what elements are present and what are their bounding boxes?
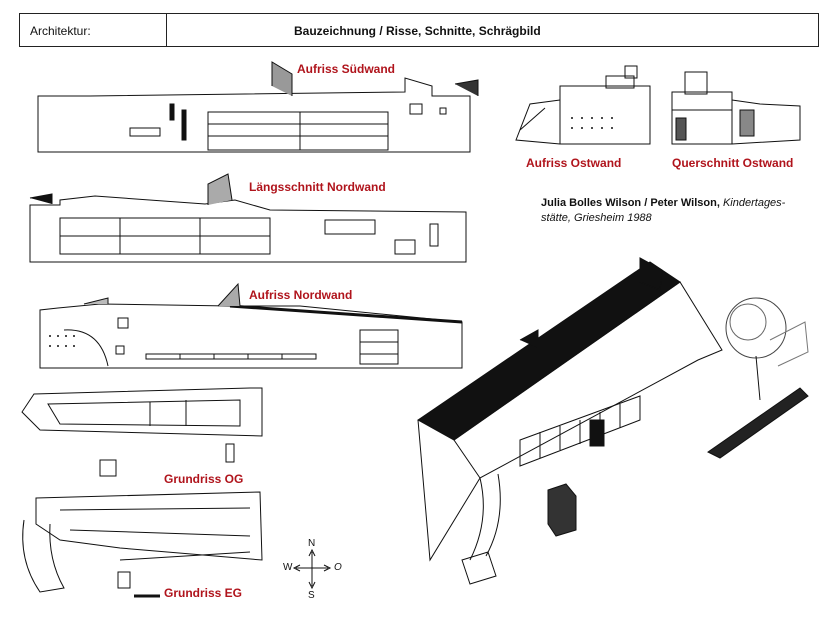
credit-text: Julia Bolles Wilson / Peter Wilson, Kind… [541,196,801,226]
credit-architects: Julia Bolles Wilson / Peter Wilson, [541,197,720,209]
label-floor-plan-upper: Grundriss OG [164,472,244,486]
header-box: Architektur: Bauzeichnung / Risse, Schni… [19,13,819,47]
compass-north: N [308,538,316,549]
upper-floor-plan-drawing [21,387,263,477]
axonometric-drawing [417,257,809,585]
label-north-elevation: Aufriss Nordwand [249,288,353,302]
sheet-title: Bauzeichnung / Risse, Schnitte, Schrägbi… [294,24,541,38]
east-cross-section-drawing [671,71,801,145]
credit-project-line2: stätte, Griesheim 1988 [541,212,652,224]
label-south-elevation: Aufriss Südwand [297,62,396,76]
label-north-long-section: Längsschnitt Nordwand [249,180,386,194]
label-east-elevation: Aufriss Ostwand [526,156,622,170]
east-elevation-drawing [515,65,651,145]
compass-arrows [292,548,332,590]
compass-south: S [308,590,315,601]
north-long-section-drawing [29,173,467,263]
label-east-cross-section: Querschnitt Ostwand [672,156,794,170]
north-elevation-drawing [39,282,463,369]
south-elevation-drawing [37,61,479,153]
label-floor-plan-ground: Grundriss EG [164,586,243,600]
ground-floor-plan-drawing [22,491,263,598]
compass-east: O [334,562,342,573]
header-divider [166,14,167,46]
compass-west: W [283,562,293,573]
credit-project-line1: Kindertages- [722,197,786,209]
category-label: Architektur: [30,24,91,38]
